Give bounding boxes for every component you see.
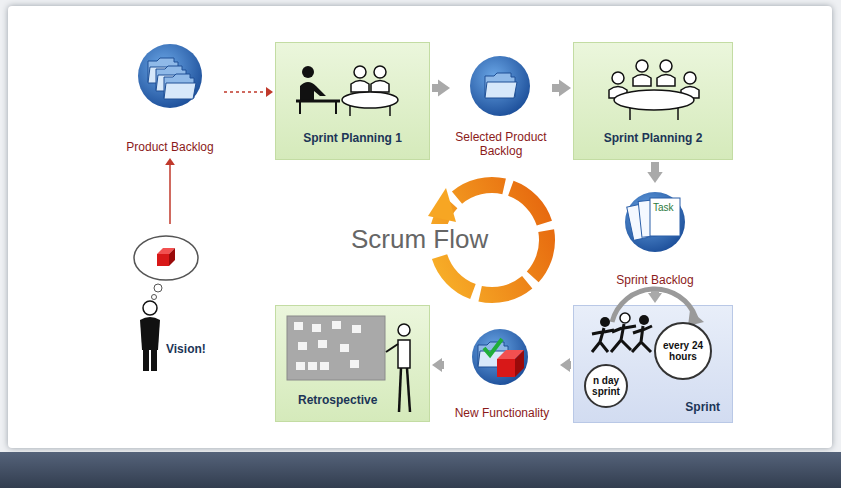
sprint-runners	[592, 289, 704, 352]
node-label: Selected Product Backlog	[454, 130, 548, 158]
folder-icon	[164, 74, 196, 99]
flow-arrow	[432, 80, 450, 97]
folder-icon	[485, 73, 517, 98]
node-label: every 24 hours	[662, 340, 704, 362]
node-label: Sprint Planning 1	[303, 131, 402, 145]
node-label: n day sprint	[589, 375, 623, 397]
sprint-box: Sprint n day sprint every 24 hours	[573, 305, 733, 423]
node-label: Sprint Planning 2	[604, 131, 703, 145]
flow-arrow	[647, 162, 662, 183]
flow-arrow	[560, 358, 571, 372]
arrow-head	[266, 87, 273, 97]
node-label: Retrospective	[298, 393, 377, 407]
task-cards	[627, 198, 680, 240]
arrow-head	[438, 80, 450, 97]
planning-people	[609, 60, 699, 120]
daily-circle: every 24 hours	[654, 322, 712, 380]
arrow-head	[432, 358, 442, 372]
card-label: Task	[653, 202, 674, 213]
sprint-length-circle: n day sprint	[584, 364, 628, 408]
arrow-head	[560, 358, 570, 372]
node-label: Product Backlog	[126, 140, 213, 154]
arrow-head	[165, 158, 175, 165]
backlog-icon	[138, 44, 202, 108]
flow-line	[169, 164, 171, 224]
node-label: Sprint Backlog	[616, 273, 693, 287]
flow-line	[224, 91, 267, 93]
arrow-head	[647, 172, 662, 183]
flow-arrow	[165, 158, 175, 224]
node-label: New Functionality	[455, 406, 550, 420]
planning-people	[296, 66, 398, 116]
flow-arrow	[648, 291, 662, 303]
flow-arrow	[552, 80, 571, 97]
cube-icon	[497, 350, 524, 377]
diagram-heading: Scrum Flow	[348, 224, 491, 254]
arrow-head	[648, 293, 662, 303]
new-functionality-icon	[472, 329, 528, 385]
node-label: Sprint	[685, 400, 720, 414]
footer-band	[0, 452, 841, 488]
check-mark	[484, 339, 502, 355]
flow-arrow	[224, 87, 273, 97]
retro-board	[287, 316, 410, 412]
sprint-backlog-icon	[625, 192, 685, 252]
selected-backlog-icon	[470, 56, 530, 116]
vision-figure	[134, 236, 198, 371]
node-label: Vision!	[166, 342, 206, 356]
flow-arrow	[432, 358, 444, 372]
arrow-head	[559, 80, 571, 97]
